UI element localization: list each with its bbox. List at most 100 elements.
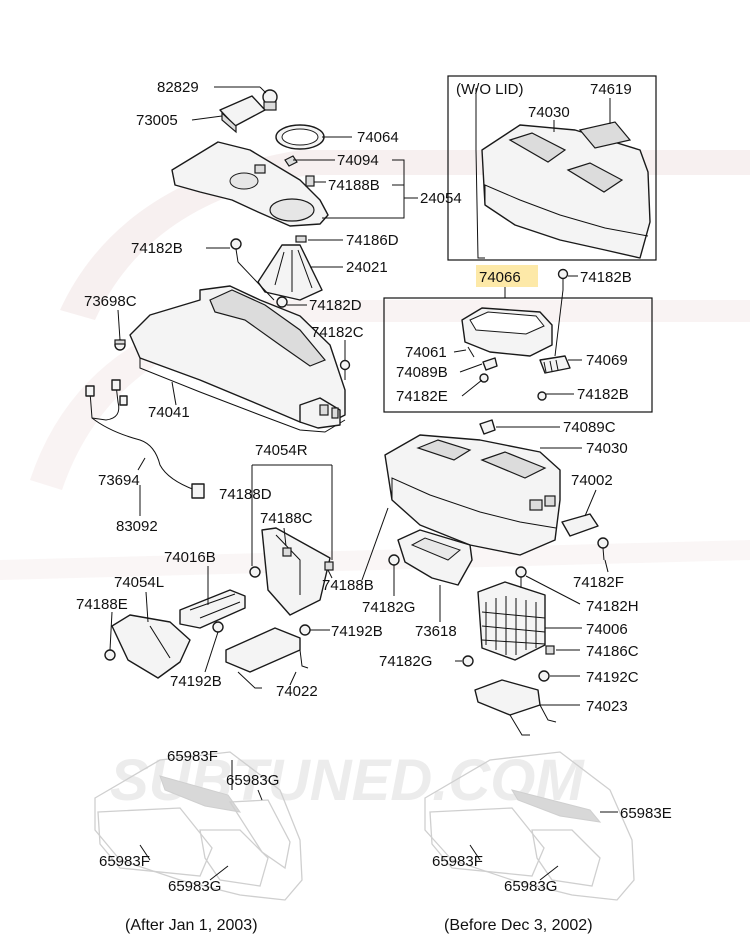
screw-74182B-b [557, 268, 569, 290]
wo-lid-box [447, 75, 657, 261]
part-73005-shape [219, 95, 266, 134]
part-74041-shape [129, 285, 346, 433]
label-74192B-a[interactable]: 74192B [331, 623, 383, 640]
label-74186C[interactable]: 74186C [586, 643, 639, 660]
label-65983F-c[interactable]: 65983F [432, 853, 483, 870]
part-74006-shape [477, 581, 546, 661]
screw-74182B-a [230, 238, 242, 263]
label-74002[interactable]: 74002 [571, 472, 613, 489]
label-wo-lid: (W/O LID) [456, 81, 524, 98]
trim-after-2003 [94, 751, 303, 901]
label-74016B[interactable]: 74016B [164, 549, 216, 566]
label-65983G-b[interactable]: 65983G [168, 878, 221, 895]
label-73005[interactable]: 73005 [136, 112, 178, 129]
clip-74188C [282, 547, 292, 557]
clip-74186C [545, 645, 555, 655]
screw-74192C [538, 670, 550, 682]
part-24021-shape [257, 235, 323, 301]
svg-text:SUBTUNED.COM: SUBTUNED.COM [110, 748, 585, 813]
screw-74182G [388, 554, 400, 575]
caption-after-2003: (After Jan 1, 2003) [125, 917, 258, 934]
clip-73698C [114, 339, 126, 351]
label-74006[interactable]: 74006 [586, 621, 628, 638]
label-73694[interactable]: 73694 [98, 472, 140, 489]
label-74022[interactable]: 74022 [276, 683, 318, 700]
label-74054R[interactable]: 74054R [255, 442, 308, 459]
part-74023-shape [474, 679, 557, 736]
part-73694-shape [85, 379, 205, 499]
part-74619-shape [578, 121, 632, 149]
label-74182H[interactable]: 74182H [586, 598, 639, 615]
label-74182F[interactable]: 74182F [573, 574, 624, 591]
label-74182B-a[interactable]: 74182B [131, 240, 183, 257]
screw-74192B-a [212, 621, 224, 633]
label-74182C[interactable]: 74182C [311, 324, 364, 341]
label-74188C[interactable]: 74188C [260, 510, 313, 527]
clip-74089C [479, 419, 496, 435]
part-74054L-shape [111, 614, 191, 679]
label-74089B[interactable]: 74089B [396, 364, 448, 381]
part-74054R-shape [261, 527, 331, 616]
label-74041[interactable]: 74041 [148, 404, 190, 421]
label-73698C[interactable]: 73698C [84, 293, 137, 310]
highlight-74066 [476, 265, 538, 287]
label-65983E[interactable]: 65983E [620, 805, 672, 822]
part-73618-shape [397, 529, 473, 586]
label-74182D[interactable]: 74182D [309, 297, 362, 314]
screw-74182F [597, 537, 609, 561]
label-74182G-b[interactable]: 74182G [379, 653, 432, 670]
label-74188B-mid[interactable]: 74188B [322, 577, 374, 594]
label-74094[interactable]: 74094 [337, 152, 379, 169]
caption-before-2002: (Before Dec 3, 2002) [444, 917, 593, 934]
part-74030-top-shape [481, 124, 651, 259]
label-74188E[interactable]: 74188E [76, 596, 128, 613]
label-65983F-a[interactable]: 65983F [167, 748, 218, 765]
label-24054[interactable]: 24054 [420, 190, 462, 207]
label-74182E[interactable]: 74182E [396, 388, 448, 405]
label-74192B-b[interactable]: 74192B [170, 673, 222, 690]
label-74030-top[interactable]: 74030 [528, 104, 570, 121]
label-74066[interactable]: 74066 [479, 269, 521, 286]
part-24054-shape [171, 141, 329, 227]
clip-74188E [104, 649, 116, 661]
screw-74182D [276, 296, 288, 308]
screw-74192B-b [299, 624, 311, 636]
label-24021[interactable]: 24021 [346, 259, 388, 276]
label-74188B-top[interactable]: 74188B [328, 177, 380, 194]
label-74619[interactable]: 74619 [590, 81, 632, 98]
label-74182G[interactable]: 74182G [362, 599, 415, 616]
label-74089C[interactable]: 74089C [563, 419, 616, 436]
part-74016B-shape [179, 589, 246, 629]
label-74054L[interactable]: 74054L [114, 574, 164, 591]
label-74030[interactable]: 74030 [586, 440, 628, 457]
part-74002-shape [561, 513, 599, 537]
label-74186D[interactable]: 74186D [346, 232, 399, 249]
label-65983G-c[interactable]: 65983G [504, 878, 557, 895]
lid-74066-box [383, 297, 653, 413]
label-74182B-b[interactable]: 74182B [580, 269, 632, 286]
label-74064[interactable]: 74064 [357, 129, 399, 146]
screw-74182C [339, 359, 351, 380]
label-74023[interactable]: 74023 [586, 698, 628, 715]
label-74061[interactable]: 74061 [405, 344, 447, 361]
part-74030-shape [384, 434, 561, 556]
label-74182B-c[interactable]: 74182B [577, 386, 629, 403]
label-74188D[interactable]: 74188D [219, 486, 272, 503]
label-74192C[interactable]: 74192C [586, 669, 639, 686]
part-82829-shape [262, 89, 278, 111]
screw-74182G-b [462, 655, 474, 667]
label-73618[interactable]: 73618 [415, 623, 457, 640]
clip-74188D [249, 566, 261, 578]
label-65983G-a[interactable]: 65983G [226, 772, 279, 789]
leader-lines [109, 86, 618, 881]
part-74069-shape [539, 355, 571, 374]
label-74069[interactable]: 74069 [586, 352, 628, 369]
part-74022-shape [225, 627, 309, 689]
part-labels: 82829 73005 74064 74094 74188B 24054 741… [76, 79, 672, 934]
clip-74188B-mid [324, 561, 334, 571]
label-82829[interactable]: 82829 [157, 79, 199, 96]
screw-74182H [515, 566, 527, 588]
label-83092[interactable]: 83092 [116, 518, 158, 535]
label-65983F-b[interactable]: 65983F [99, 853, 150, 870]
